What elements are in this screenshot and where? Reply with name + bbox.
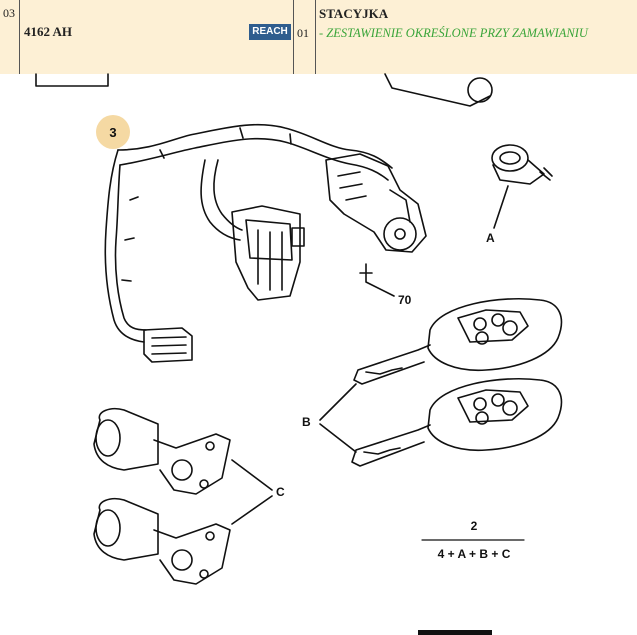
door-lock-c2 [93, 497, 231, 585]
lock-cylinder-a [491, 144, 553, 185]
ignition-switch [325, 153, 427, 253]
bottom-edge-mark [418, 630, 492, 635]
kit-number: 2 [471, 519, 478, 533]
label-c: C [276, 485, 285, 499]
section-title: STACYJKA [319, 6, 389, 21]
label-a: A [486, 231, 495, 245]
header-bar: 03 4162 AH REACH 01 STACYJKA - ZESTAWIEN… [0, 0, 637, 74]
door-lock-c1 [93, 407, 231, 495]
header-quantity: 01 [297, 26, 309, 40]
header-divider-2 [293, 0, 294, 74]
header-divider-3 [315, 0, 316, 74]
harness-connector [143, 327, 193, 363]
label-b: B [302, 415, 311, 429]
wiring-harness [104, 123, 393, 343]
section-subtitle: - ZESTAWIENIE OKREŚLONE PRZY ZAMAWIANIU [319, 26, 588, 40]
header-index: 03 [3, 6, 15, 20]
label-70: 70 [398, 293, 412, 307]
key-b2 [351, 377, 563, 467]
header-divider-1 [19, 0, 20, 74]
kit-formula: 4 + A + B + C [438, 547, 511, 561]
label-3: 3 [109, 125, 116, 140]
main-connector [231, 205, 305, 301]
callout-3-badge [96, 115, 130, 149]
reach-badge: REACH [249, 24, 291, 40]
key-b1 [353, 297, 563, 385]
part-reference: 4162 AH [24, 24, 73, 39]
